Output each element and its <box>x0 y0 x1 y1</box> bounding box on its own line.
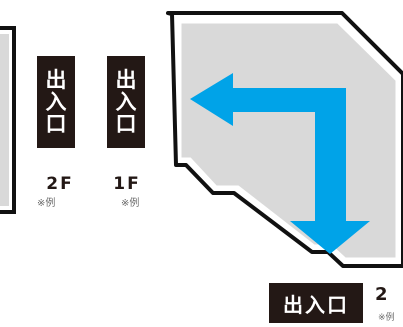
floor-label-1f: 1F <box>104 172 150 196</box>
entrance-sign-1f: 出 入 口 <box>107 56 145 148</box>
l-shaped-direction-arrow-icon <box>190 73 370 254</box>
sign-char: 出 <box>45 67 67 92</box>
entrance-sign-2f: 出 入 口 <box>37 56 75 148</box>
left-floor-block <box>0 26 16 214</box>
sign-char: 口 <box>115 112 137 137</box>
example-note-left: ※例 <box>37 198 56 209</box>
entrance-sign-horizontal: 出入口 <box>269 283 363 323</box>
floor-label-bottom-right: 2 <box>375 283 403 305</box>
sign-char: 口 <box>45 112 67 137</box>
sign-char: 入 <box>45 89 67 114</box>
floor-label-2f: 2F <box>37 172 83 196</box>
example-note-right: ※例 <box>121 198 140 209</box>
sign-char: 入 <box>115 89 137 114</box>
sign-char: 出 <box>115 67 137 92</box>
example-note-bottom-right: ※例 <box>378 313 395 323</box>
main-floor-area <box>166 11 403 268</box>
